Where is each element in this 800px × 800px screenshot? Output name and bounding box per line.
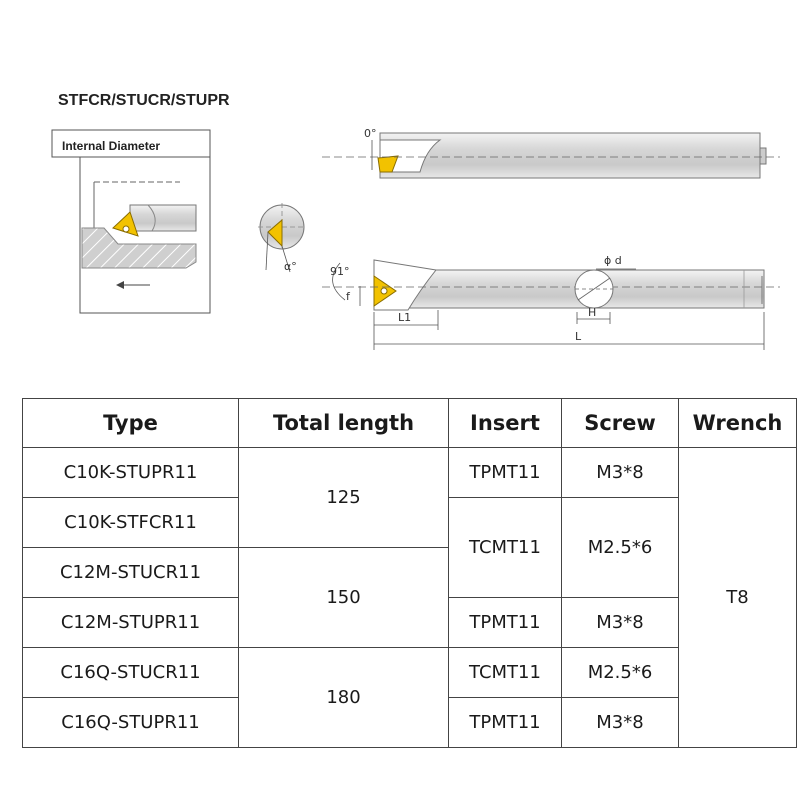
- screw-cell: M3*8: [561, 597, 679, 648]
- table-header-row: Type Total length Insert Screw Wrench: [22, 398, 797, 448]
- total-length-cell: 125: [238, 447, 449, 548]
- wrench-cell: T8: [678, 447, 797, 748]
- insert-icon: [267, 218, 283, 248]
- type-cell: C10K-STUPR11: [22, 447, 239, 498]
- header-screw: Screw: [561, 398, 679, 448]
- angle-top-label: 0°: [364, 127, 377, 140]
- insert-cell: TCMT11: [448, 647, 562, 698]
- table-row: C12M-STUCR11 150: [22, 547, 797, 648]
- h-label: H: [588, 306, 596, 319]
- insert-cell: TCMT11: [448, 497, 562, 598]
- total-length-cell: 150: [238, 547, 449, 648]
- type-cell: C12M-STUPR11: [22, 597, 239, 648]
- insert-cell: TPMT11: [448, 697, 562, 748]
- table-row: C10K-STUPR11 125 TPMT11 M3*8 T8: [22, 447, 797, 748]
- type-cell: C10K-STFCR11: [22, 497, 239, 548]
- alpha-label: α°: [284, 260, 297, 273]
- screw-cell: M2.5*6: [561, 647, 679, 698]
- type-cell: C16Q-STUPR11: [22, 697, 239, 748]
- header-total-length: Total length: [238, 398, 449, 448]
- total-length-cell: 180: [238, 647, 449, 748]
- insert-icon: [377, 155, 399, 173]
- screw-cell: M3*8: [561, 447, 679, 498]
- header-wrench: Wrench: [678, 398, 797, 448]
- tool-diagram: Internal Diameter α° 0°: [51, 127, 780, 350]
- table-row: C12M-STUPR11 TPMT11 M3*8: [22, 597, 797, 648]
- f-label: f: [346, 290, 351, 303]
- spec-table: Type Total length Insert Screw Wrench C1…: [22, 398, 797, 748]
- insert-cell: TPMT11: [448, 597, 562, 648]
- screw-cell: M3*8: [561, 697, 679, 748]
- l1-label: L1: [398, 311, 411, 324]
- page-title: STFCR/STUCR/STUPR: [58, 92, 230, 109]
- angle-main-label: 91°: [330, 265, 350, 278]
- internal-diameter-inset: Internal Diameter: [51, 129, 211, 314]
- phi-d-label: ϕ d: [604, 254, 622, 267]
- end-view-detail: α°: [258, 203, 306, 273]
- table-row: C10K-STFCR11 TCMT11 M2.5*6: [22, 497, 797, 598]
- type-cell: C12M-STUCR11: [22, 547, 239, 598]
- header-insert: Insert: [448, 398, 562, 448]
- table-row: C16Q-STUPR11 TPMT11 M3*8: [22, 697, 797, 748]
- type-cell: C16Q-STUCR11: [22, 647, 239, 698]
- insert-cell: TPMT11: [448, 447, 562, 498]
- screw-cell: M2.5*6: [561, 497, 679, 598]
- side-view-top: 0°: [322, 127, 780, 179]
- inset-label: Internal Diameter: [62, 139, 160, 153]
- l-label: L: [575, 330, 582, 343]
- side-view-main: ϕ d H 91° f L1 L: [322, 254, 780, 350]
- table-row: C16Q-STUCR11 180 TCMT11 M2.5*6: [22, 647, 797, 748]
- header-type: Type: [22, 398, 239, 448]
